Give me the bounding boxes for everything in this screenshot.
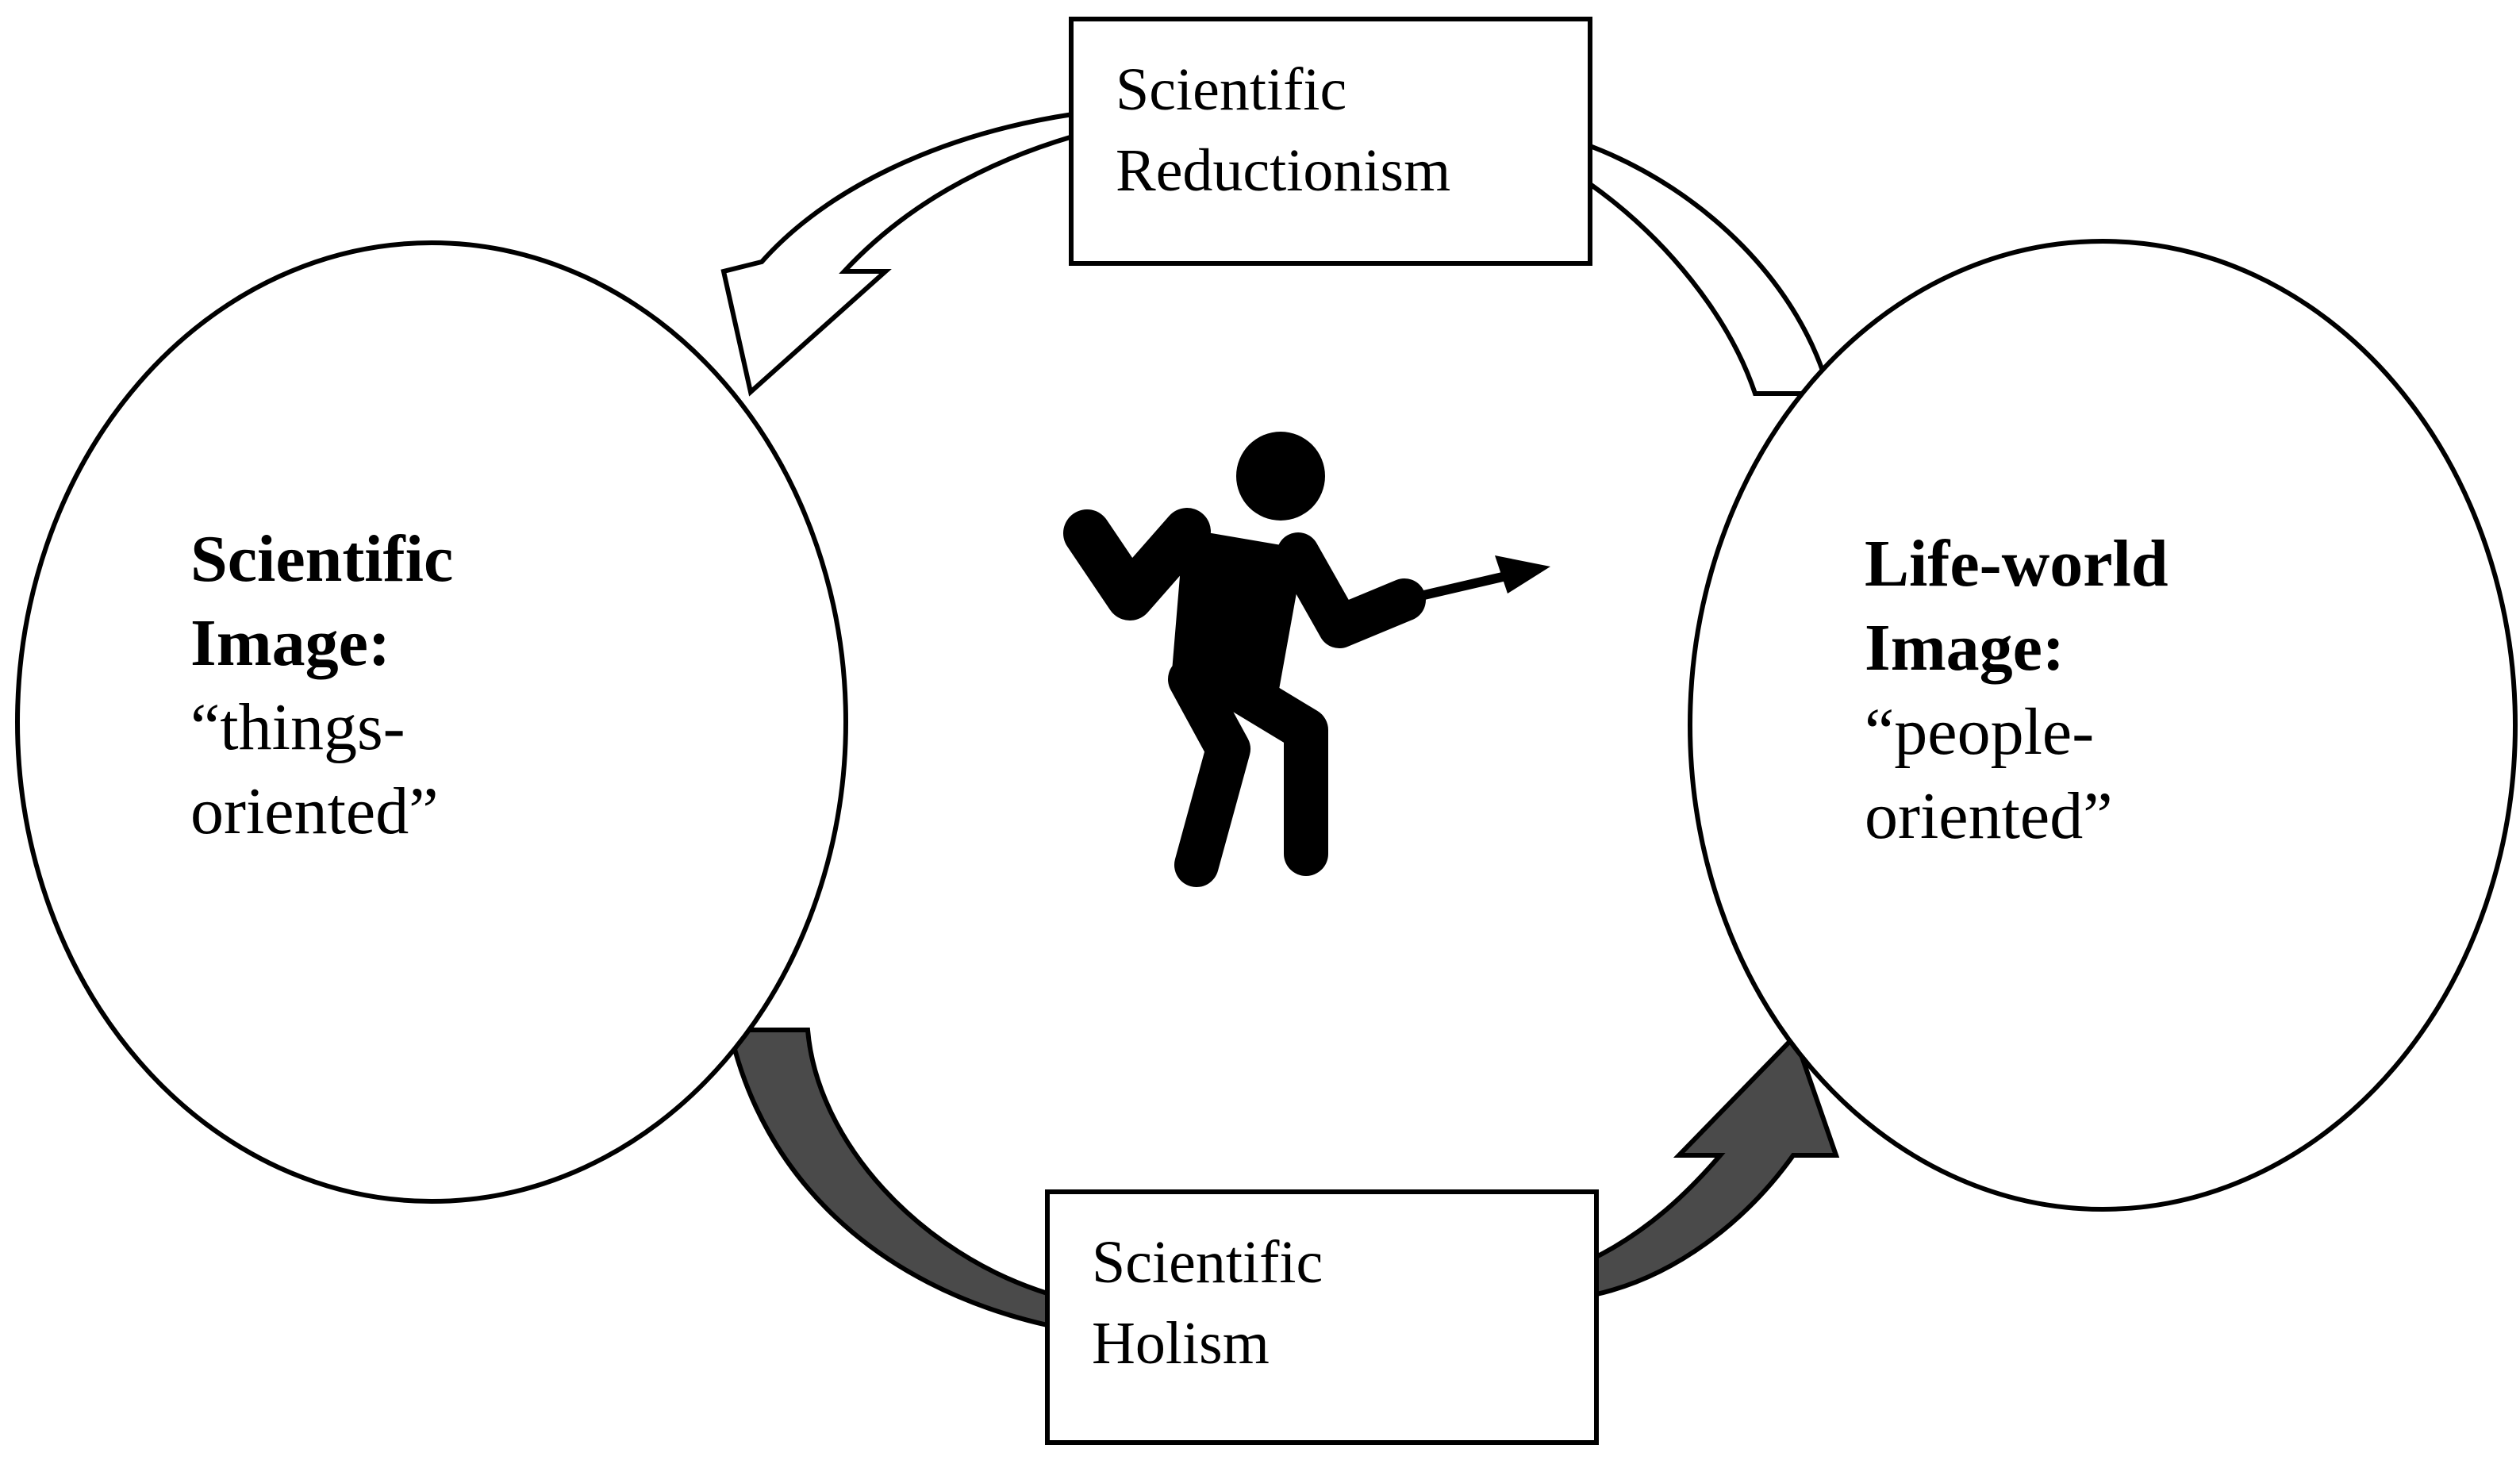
holism-box-label: Scientific Holism <box>1092 1222 1323 1384</box>
life-world-image-label: Life-world Image: “people- oriented” <box>1865 522 2169 859</box>
scientific-image-subtitle-line1: “things- <box>190 690 405 764</box>
life-world-image-ellipse <box>1688 239 2518 1212</box>
life-world-image-subtitle-line1: “people- <box>1865 695 2095 769</box>
life-world-image-title-line2: Image: <box>1865 611 2065 685</box>
scientific-image-label: Scientific Image: “things- oriented” <box>190 517 453 854</box>
life-world-image-subtitle-line2: oriented” <box>1865 779 2113 853</box>
reductionism-arrow <box>720 111 1075 397</box>
reductionism-arrow-tail <box>1588 142 1833 396</box>
holism-box <box>1045 1189 1599 1445</box>
reductionism-box-label: Scientific Reductionism <box>1116 49 1450 211</box>
holism-line1: Scientific <box>1092 1229 1323 1296</box>
life-world-image-title-line1: Life-world <box>1865 527 2169 601</box>
holism-arrow-tail <box>727 1028 1050 1328</box>
reductionism-line1: Scientific <box>1116 56 1347 123</box>
scientific-image-ellipse <box>15 240 848 1204</box>
scientific-image-subtitle-line2: oriented” <box>190 774 439 848</box>
scientific-image-title-line1: Scientific <box>190 522 454 596</box>
holism-line2: Holism <box>1092 1310 1270 1377</box>
reductionism-box <box>1069 17 1592 266</box>
person-with-arrow-icon <box>1063 432 1550 887</box>
holism-arrow <box>1591 1032 1840 1298</box>
reductionism-line2: Reductionism <box>1116 137 1451 204</box>
scientific-image-title-line2: Image: <box>190 606 390 680</box>
